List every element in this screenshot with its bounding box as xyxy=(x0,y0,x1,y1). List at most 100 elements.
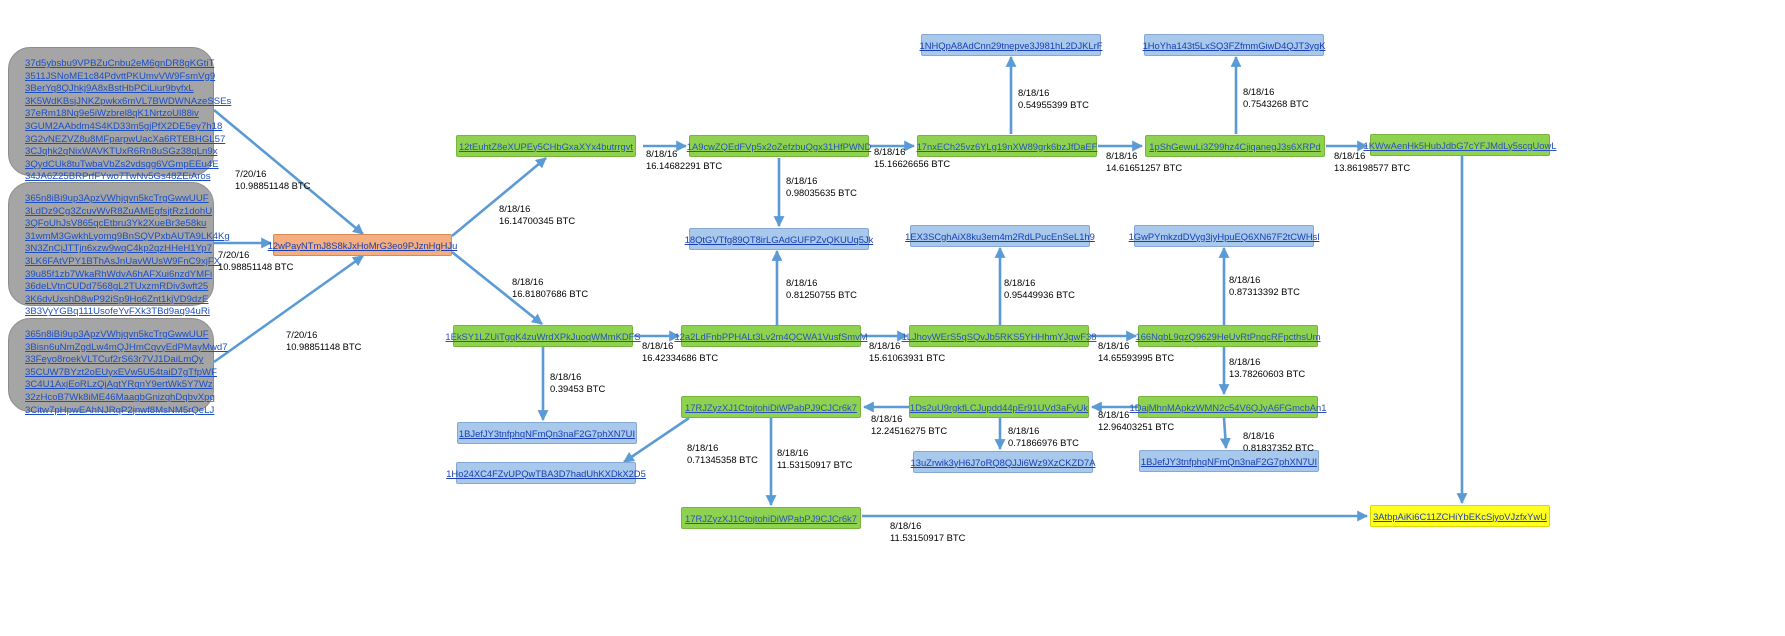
address-link[interactable]: 365n8iBi9up3ApzVWhjqvn5kcTrgGwwUUF xyxy=(25,329,209,340)
node-address-link[interactable]: 1pShGewuLi3Z99hz4CjiqanegJ3s6XRPd xyxy=(1149,140,1321,152)
node-1DajMh: 1DajMhnMApkzWMN2c54V6QJyA6FGmcbAn1 xyxy=(1130,396,1326,418)
node-address-link[interactable]: 1LJhoyWErS5qSQvJb5RKS5YHHhmYJgwF38 xyxy=(901,330,1097,342)
address-link[interactable]: 3GUM2AAbdm4S4KD33m5gjPfX2DE5ey7h18 xyxy=(25,120,223,132)
node-1A9cwZ: 1A9cwZQEdFVp5x2oZefzbuQgx31HfPWND xyxy=(686,135,872,157)
address-link[interactable]: 3K6dvUxshD8wP92iSp9Ho6Znt1kjVD9dzE xyxy=(25,293,209,305)
node-address-link[interactable]: 1GwPYmkzdDVyg3jyHpuEQ6XN67F2tCWHsl xyxy=(1128,230,1320,242)
address-link[interactable]: 33Feyo8roekVLTCuf2rS63r7VJ1DaiLmQy xyxy=(25,354,204,366)
address-link[interactable]: 3Bisn6uNmZgdLw4mQJHmCqvyEdPMayMwd7 xyxy=(25,341,228,353)
node-address-link[interactable]: 18QtGVTfg89QT8irLGAdGUFPZvQKUUq5Jk xyxy=(684,233,874,245)
address-link[interactable]: 36deLVtnCUDd7568gL2TUxzmRDiv3wft25 xyxy=(25,281,209,293)
node-12tEuh: 12tEuhtZ8eXUPEy5CHbGxaXYx4butrrgvt xyxy=(456,135,636,157)
address-link[interactable]: 37d5ybsbu9VPBZuCnbu2eM6gnDR8gKGtiT xyxy=(25,58,215,69)
node-address-link[interactable]: 1EkSY1LZUiTgqK4zuWrdXPkJuoqWMmKDFS xyxy=(445,330,641,342)
node-1Ho24X: 1Ho24XC4FZvUPQwTBA3D7hadUhKXDkX2D5 xyxy=(446,462,646,484)
address-link[interactable]: 3QFoUhJsV865qcEtbru3Yk2XueBr3e58ku xyxy=(25,218,207,230)
node-1KWwAe: 1KWwAenHk5HubJdbG7cYFJMdLy5scgUowL xyxy=(1364,134,1556,156)
node-1pShGe: 1pShGewuLi3Z99hz4CjiqanegJ3s6XRPd xyxy=(1145,135,1325,157)
node-18QtGV: 18QtGVTfg89QT8irLGAdGUFPZvQKUUq5Jk xyxy=(685,228,873,250)
node-1Ds2uU: 1Ds2uU9rgkfLCJupdd44pEr91UVd3aFyUk xyxy=(909,396,1089,418)
node-1BJefJ-2: 1BJefJY3tnfphqNFmQn3naF2G7phXN7UI xyxy=(1139,450,1319,472)
address-link[interactable]: 35CUW7BYzt2oEUyxEVw5U54taiD7gTfpWF xyxy=(25,366,217,378)
node-address-link[interactable]: 1DajMhnMApkzWMN2c54V6QJyA6FGmcbAn1 xyxy=(1129,401,1327,413)
address-link[interactable]: 3LdDz9Cg3ZcuvWvR8ZuAMEgfsjtRz1dohU xyxy=(25,205,213,217)
address-link[interactable]: 32zHcoB7Wk8iME46MaagbGnizqhDqbvXpg xyxy=(25,391,215,403)
node-1GwPYm: 1GwPYmkzdDVyg3jyHpuEQ6XN67F2tCWHsl xyxy=(1129,225,1319,247)
node-address-link[interactable]: 1NHQpA8AdCnn29tnepve3J981hL2DJKLrF xyxy=(919,39,1103,51)
address-link[interactable]: 365n8iBi9up3ApzVWhjqvn5kcTrgGwwUUF xyxy=(25,193,209,204)
node-13uZrw: 13uZrwik3yH6J7oRQ8QJJi6Wz9XzCKZD7A xyxy=(910,451,1096,473)
node-17RJZy-2: 17RJZyzXJ1CtojtohiDiWPabPJ9CJCr6k7 xyxy=(681,507,861,529)
node-address-link[interactable]: 17RJZyzXJ1CtojtohiDiWPabPJ9CJCr6k7 xyxy=(685,512,857,524)
address-link[interactable]: 31wmM3GwkhLyomq9BnSQVPxbAUTA9LK4Kg xyxy=(25,230,230,242)
node-address-link[interactable]: 17nxECh25vz6YLg19nXW89grk6bzJfDaEF xyxy=(916,140,1098,152)
node-address-link[interactable]: 12a2LdFnbPPHALt3Lv2m4QCWA1VusfSmvM xyxy=(674,330,868,342)
node-17RJZy: 17RJZyzXJ1CtojtohiDiWPabPJ9CJCr6k7 xyxy=(681,396,861,418)
address-link[interactable]: 3LK6FAtVPY1BThAsJnUavWUsW9FnC9xjFX xyxy=(25,255,221,267)
node-address-link[interactable]: 1EX3SCghAiX8ku3em4m2RdLPucEnSeL1h9 xyxy=(905,230,1095,242)
node-address-link[interactable]: 12tEuhtZ8eXUPEy5CHbGxaXYx4butrrgvt xyxy=(458,140,634,152)
node-address-link[interactable]: 1BJefJY3tnfphqNFmQn3naF2G7phXN7UI xyxy=(458,427,636,439)
node-address-link[interactable]: 17RJZyzXJ1CtojtohiDiWPabPJ9CJCr6k7 xyxy=(685,401,857,413)
arrow-e_orange_g1 xyxy=(451,156,547,238)
address-link[interactable]: 3N3ZnCjJTTjn6xzw9wqC4kp2qzHHeH1Yp7 xyxy=(25,243,212,255)
node-address-link[interactable]: 13uZrwik3yH6J7oRQ8QJJi6Wz9XzCKZD7A xyxy=(910,456,1096,468)
node-17nxEC: 17nxECh25vz6YLg19nXW89grk6bzJfDaEF xyxy=(917,135,1097,157)
node-1HoYha: 1HoYha143t5LxSQ3FZfmmGiwD4QJT3ygK xyxy=(1142,34,1326,56)
node-address-link[interactable]: 3AtbpAiKi6C11ZCHiYbEKcSjyoVJzfxYwU xyxy=(1373,510,1547,522)
address-group-3: 365n8iBi9up3ApzVWhjqvn5kcTrgGwwUUF 3Bisn… xyxy=(8,318,228,416)
node-address-link[interactable]: 12wPayNTmJ8S8kJxHoMrG3eo9PJznHgHJu xyxy=(267,239,458,251)
node-address-link[interactable]: 1BJefJY3tnfphqNFmQn3naF2G7phXN7UI xyxy=(1140,455,1318,467)
address-link[interactable]: 3BerYq8QJhkj9A8xBstHbPCiLiur9byfxL xyxy=(25,83,194,95)
address-link[interactable]: 3511JSNoME1c84PdvttPKUmvVW9FsmVg9 xyxy=(25,70,216,82)
address-link[interactable]: 34JA6Z25BRPrfFYwo7TwNv5Gs48ZEiAros xyxy=(25,171,211,183)
address-link[interactable]: 3CJqhk2qNixWAVKTUxR6Rn8uSGz38qLn9x xyxy=(25,146,218,158)
address-link[interactable]: 39u85f1zb7WkaRhWdvA6hAFXui6nzdYMFi xyxy=(25,268,213,280)
node-1NHQpA: 1NHQpA8AdCnn29tnepve3J981hL2DJKLrF xyxy=(919,34,1103,56)
address-link[interactable]: 3QydCUk8tuTwbaVbZs2vdsgg6VGmpEEu4E xyxy=(25,158,219,170)
node-address-link[interactable]: 1Ds2uU9rgkfLCJupdd44pEr91UVd3aFyUk xyxy=(909,401,1089,413)
address-link[interactable]: 3Citw7pHpwEAhNJRqP2jnwf8MsNM5rQeLJ xyxy=(25,404,215,416)
node-1LJhoy: 1LJhoyWErS5qSQvJb5RKS5YHHhmYJgwF38 xyxy=(902,325,1096,347)
address-link[interactable]: 37eRm18Nq9e5iWzbrel8qK1NrtzoUl88iv xyxy=(25,108,199,120)
node-1EX3SC: 1EX3SCghAiX8ku3em4m2RdLPucEnSeL1h9 xyxy=(905,225,1095,247)
node-address-link[interactable]: 1Ho24XC4FZvUPQwTBA3D7hadUhKXDkX2D5 xyxy=(446,467,646,479)
node-address-link[interactable]: 1KWwAenHk5HubJdbG7cYFJMdLy5scgUowL xyxy=(1363,139,1557,151)
node-12wPay: 12wPayNTmJ8S8kJxHoMrG3eo9PJznHgHJu xyxy=(268,234,457,256)
address-link[interactable]: 3C4U1AxjEoRLzQjAgtYRgnY9ertWk5Y7Wz xyxy=(25,379,213,391)
address-link[interactable]: 3G2vNEZVZ8u8MFparpwUacXa6RTEBHGL57 xyxy=(25,133,226,145)
arrow-e_grp3_orange xyxy=(213,254,364,364)
node-address-link[interactable]: 1HoYha143t5LxSQ3FZfmmGiwD4QJT3ygK xyxy=(1142,39,1326,51)
node-address-link[interactable]: 1A9cwZQEdFVp5x2oZefzbuQgx31HfPWND xyxy=(686,140,872,152)
node-12a2Ld: 12a2LdFnbPPHALt3Lv2m4QCWA1VusfSmvM xyxy=(674,325,868,347)
address-link[interactable]: 3K5WdKBsjJNKZpwkx6mVL7BWDWNAzeSSEs xyxy=(25,95,232,107)
address-link[interactable]: 3B3VyYGBq111UsofeYvFXk3TBd9aq94uRi xyxy=(25,306,210,318)
node-3AtbpA: 3AtbpAiKi6C11ZCHiYbEKcSjyoVJzfxYwU xyxy=(1370,505,1550,527)
node-address-link[interactable]: 166NqbL9qzQ9629HeUvRtPnqcRFpcthsUm xyxy=(1135,330,1321,342)
arrow-e_g10_b1Ho24 xyxy=(623,416,690,464)
arrow-e_orange_g6 xyxy=(451,250,543,326)
